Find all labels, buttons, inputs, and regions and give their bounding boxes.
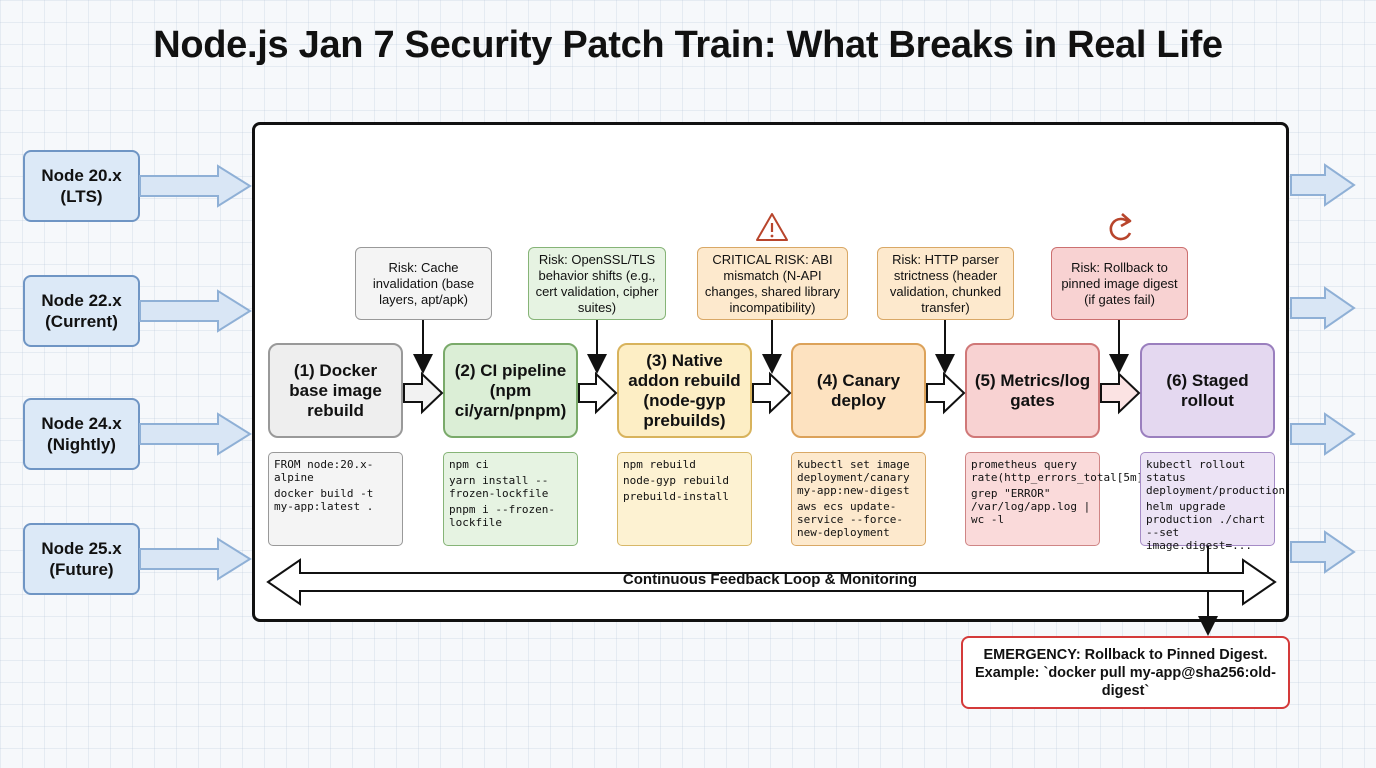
feedback-loop-label: Continuous Feedback Loop & Monitoring [622,571,918,588]
emergency-rollback-box: EMERGENCY: Rollback to Pinned Digest. Ex… [961,636,1290,709]
incoming-arrow [139,537,252,581]
outgoing-arrow [1290,286,1356,330]
commands-ci: npm ci yarn install --frozen-lockfile pn… [443,452,578,546]
risk-cache-invalidation: Risk: Cache invalidation (base layers, a… [355,247,492,320]
commands-native: npm rebuild node-gyp rebuild prebuild-in… [617,452,752,546]
stage-arrow [752,371,792,415]
stage-staged-rollout: (6) Staged rollout [1140,343,1275,438]
incoming-arrow [139,164,252,208]
risk-http-parser: Risk: HTTP parser strictness (header val… [877,247,1014,320]
outgoing-arrow [1290,163,1356,207]
risk-openssl-tls: Risk: OpenSSL/TLS behavior shifts (e.g.,… [528,247,666,320]
version-node-22: Node 22.x (Current) [23,275,140,347]
version-node-25: Node 25.x (Future) [23,523,140,595]
version-name: Node 25.x [41,539,122,558]
stage-arrow [1100,371,1141,415]
version-node-20: Node 20.x (LTS) [23,150,140,222]
stage-canary-deploy: (4) Canary deploy [791,343,926,438]
risk-abi-mismatch: CRITICAL RISK: ABI mismatch (N-API chang… [697,247,848,320]
incoming-arrow [139,412,252,456]
risk-rollback: Risk: Rollback to pinned image digest (i… [1051,247,1188,320]
version-name: Node 20.x [41,166,122,185]
outgoing-arrow [1290,530,1356,574]
version-tag: (LTS) [60,187,103,206]
commands-rollout: kubectl rollout status deployment/produc… [1140,452,1285,552]
rollback-icon [1109,213,1132,241]
stage-native-addon-rebuild: (3) Native addon rebuild (node-gyp prebu… [617,343,752,438]
stage-docker-rebuild: (1) Docker base image rebuild [268,343,403,438]
version-tag: (Nightly) [47,435,116,454]
stage-ci-pipeline: (2) CI pipeline (npm ci/yarn/pnpm) [443,343,578,438]
version-tag: (Future) [49,560,114,579]
version-name: Node 24.x [41,414,122,433]
page-title: Node.js Jan 7 Security Patch Train: What… [153,24,1223,66]
warning-icon [756,213,788,241]
incoming-arrow [139,289,252,333]
outgoing-arrow [1290,412,1356,456]
feedback-loop-arrow [266,558,1277,606]
commands-metrics: prometheus query rate(http_errors_total[… [965,452,1150,546]
commands-docker: FROM node:20.x-alpine docker build -t my… [268,452,403,546]
stage-arrow [578,371,618,415]
commands-canary: kubectl set image deployment/canary my-a… [791,452,926,546]
stage-metrics-gates: (5) Metrics/log gates [965,343,1100,438]
stage-arrow [926,371,966,415]
stage-arrow [403,371,444,415]
version-name: Node 22.x [41,291,122,310]
version-tag: (Current) [45,312,118,331]
